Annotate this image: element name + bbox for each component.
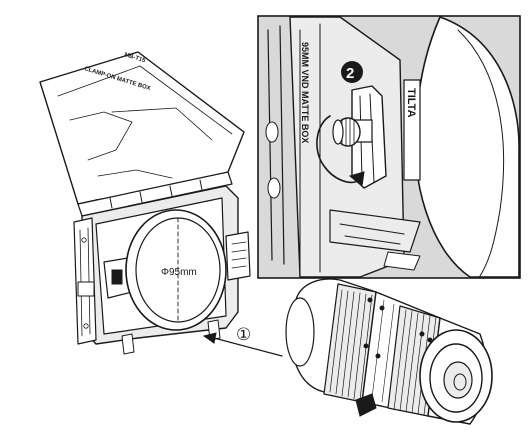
top-flag: MB-T15 CLAMP-ON MATTE BOX [39,51,245,217]
diameter-label: Φ95mm [161,267,197,278]
step-1-arrow [202,332,283,357]
side-label: 95MM VND MATTE BOX [300,42,310,143]
brand-label: TILTA [405,88,417,118]
lens [285,278,493,425]
locking-knob [332,117,373,147]
step-2-marker: 2 [341,61,363,83]
matte-box: MB-T15 CLAMP-ON MATTE BOX [39,51,251,355]
step-2-label: 2 [346,65,354,82]
filter-ring: Φ95mm [125,209,227,331]
step-1-marker: ① [236,325,251,344]
detail-inset: 95MM VND MATTE BOX TILTA 2 [257,15,521,279]
step-1-label: ① [236,325,251,344]
rotation-arrow [316,115,365,187]
